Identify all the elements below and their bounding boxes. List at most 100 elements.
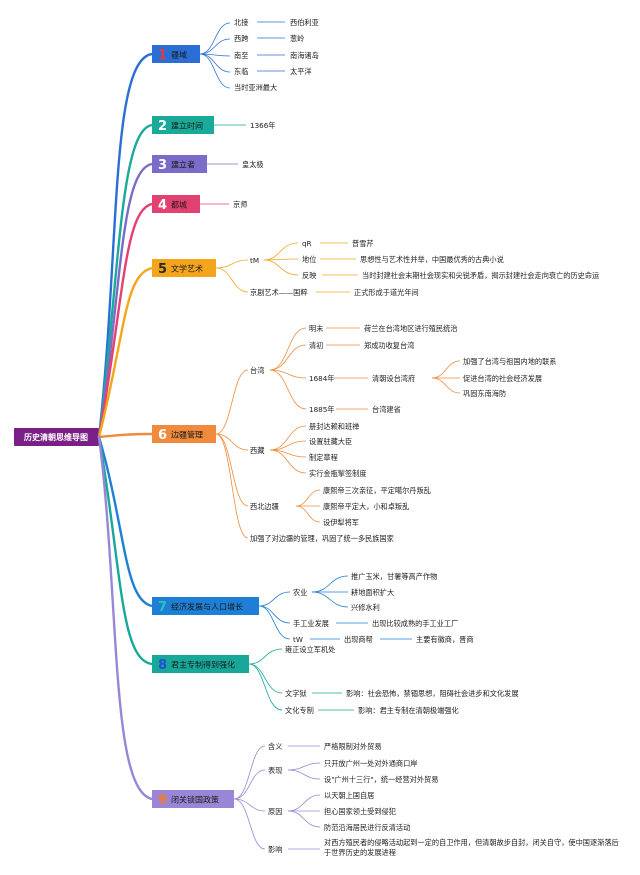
root-title: 历史清朝思维导图: [24, 432, 88, 442]
branch-6-frontier: 6 边疆管理: [152, 324, 556, 543]
territory-label-east: 东临: [234, 67, 248, 76]
branch-6-title: 边疆管理: [171, 430, 203, 440]
branch-5-number: 5: [158, 262, 167, 277]
branch-5-literature-art: 5 文学艺术 tM qR 普雪芹 地位 思想性与艺术性并举，中国最优秀的古典小说…: [152, 239, 599, 297]
northwest-item-2: 康熙帝平定大，小和卓叛乱: [323, 502, 409, 511]
peking-opera-label: 京剧艺术——国粹: [250, 288, 308, 297]
branch-1-title: 疆域: [171, 50, 187, 60]
taiwan-ming-value: 荷兰在台湾地区进行殖民统治: [364, 324, 457, 333]
northwest-item-1: 康熙帝三次亲征，平定噶尔丹叛乱: [323, 486, 431, 495]
branch-2-number: 2: [158, 119, 167, 134]
branch-7-box: [152, 597, 259, 615]
taiwan-1684-value: 清朝设台湾府: [372, 374, 415, 383]
tibet-item-2: 设置驻藏大臣: [309, 437, 352, 446]
branch-3-title: 建立者: [171, 160, 195, 170]
branch-9-node[interactable]: 9 闭关锁国政策: [152, 790, 234, 808]
branch-7-title: 经济发展与人口增长: [171, 602, 243, 612]
branch-3-founder: 3 建立者 皇太极: [152, 155, 264, 173]
branch-2-box: [152, 116, 214, 134]
closed-impact-label: 影响: [268, 845, 282, 854]
root-node[interactable]: 历史清朝思维导图: [14, 428, 99, 446]
branch-4-box: [152, 195, 200, 213]
branch-4-node[interactable]: 4 都城: [152, 195, 200, 213]
connector-3: [97, 162, 154, 439]
branch-2-founding-time: 2 建立时间 1366年: [152, 116, 275, 134]
branch-2-node[interactable]: 2 建立时间: [152, 116, 214, 134]
cultural-autocracy-label: 文化专制: [285, 706, 314, 715]
closed-manifest-item-2: 设"广州十三行"，统一经营对外贸易: [324, 775, 438, 784]
branch-1-node[interactable]: 1 疆域: [152, 45, 200, 63]
taiwan-effect-2: 促进台湾的社会经济发展: [463, 374, 542, 383]
branch-5-node[interactable]: 5 文学艺术: [152, 259, 216, 277]
literary-inquisition-value: 影响：社会恐怖，禁锢思想，阻碍社会进步和文化发展: [346, 689, 519, 698]
novel-status-label: 地位: [302, 255, 316, 264]
branch-7-number: 7: [158, 600, 167, 615]
connector-5: [97, 266, 154, 439]
taiwan-1885-value: 台湾建省: [372, 405, 401, 414]
novel-status-value: 思想性与艺术性并举，中国最优秀的古典小说: [360, 255, 504, 264]
closed-reason-item-3: 防范沿海居民进行反清活动: [324, 823, 410, 832]
branch-8-box: [152, 655, 249, 673]
connector-6: [97, 432, 154, 439]
closed-impact-wrap: 对西方殖民者的侵略活动起到一定的自卫作用，但清朝故步自封，闭关自守，使中国逐渐落…: [324, 838, 619, 857]
territory-note: 当时亚洲最大: [234, 83, 277, 92]
literary-inquisition-label: 文字狱: [285, 689, 307, 698]
taiwan-1885-label: 1885年: [309, 405, 334, 414]
branch-6-node[interactable]: 6 边疆管理: [152, 425, 216, 443]
agriculture-label: 农业: [293, 588, 307, 597]
closed-manifest-label: 表现: [268, 766, 282, 775]
territory-label-south: 南至: [234, 51, 248, 60]
northwest-label: 西北边疆: [250, 502, 279, 511]
novel-reflect-label: 反映: [302, 271, 316, 280]
branch-9-closed-door: 9 闭关锁国政策 含义 严格限制对外贸易 表现 只开放广州一处对外通商口岸 设"…: [152, 742, 619, 857]
territory-value-west: 葱岭: [290, 34, 304, 43]
branch-3-node[interactable]: 3 建立者: [152, 155, 207, 173]
taiwan-qing-value: 郑成功收复台湾: [364, 341, 414, 350]
branch-6-number: 6: [158, 428, 167, 443]
novel-label: tM: [250, 256, 259, 265]
branch-5-lines: [215, 242, 358, 293]
branch-8-title: 君主专制得到强化: [171, 660, 235, 670]
branch-3-number: 3: [158, 158, 167, 173]
branch-8-number: 8: [158, 658, 167, 673]
branch-1-lines: [199, 21, 285, 89]
connector-7: [97, 435, 154, 608]
founder-name: 皇太极: [242, 160, 264, 169]
novel-author-label: qR: [302, 239, 312, 248]
branch-9-box: [152, 790, 234, 808]
agriculture-item-3: 兴修水利: [351, 603, 380, 612]
branch-8-lines: [248, 648, 354, 711]
taiwan-effect-1: 加强了台湾与祖国内地的联系: [463, 357, 556, 366]
closed-reason-item-2: 担心国家领土受到侵犯: [324, 807, 396, 816]
novel-author-value: 普雪芹: [352, 239, 374, 248]
closed-reason-item-1: 以天朝上国自居: [324, 791, 374, 800]
branch-4-capital: 4 都城 京师: [152, 195, 247, 213]
main-connectors: [97, 52, 154, 801]
territory-value-south: 南海诸岛: [290, 51, 319, 60]
agriculture-item-2: 耕地面积扩大: [351, 588, 394, 597]
connector-1: [97, 52, 154, 439]
taiwan-effect-3: 巩固东南海防: [463, 389, 506, 398]
tibet-item-3: 制定章程: [309, 453, 338, 462]
taiwan-qing-label: 清初: [309, 341, 323, 350]
connector-9: [97, 435, 154, 801]
closed-reason-label: 原因: [268, 807, 282, 816]
cultural-autocracy-value: 影响：君主专制在清朝极端强化: [358, 706, 459, 715]
branch-7-lines: [258, 575, 412, 640]
peking-opera-value: 正式形成于道光年间: [354, 288, 419, 297]
closed-meaning-value: 严格限制对外贸易: [324, 742, 382, 751]
branch-9-title: 闭关锁国政策: [171, 795, 219, 805]
branch-9-lines: [233, 745, 321, 850]
territory-value-east: 太平洋: [290, 67, 312, 76]
branch-6-box: [152, 425, 216, 443]
branch-7-economy: 7 经济发展与人口增长 农业 推广玉米，甘薯等高产作物 耕地面积扩大 兴修水利 …: [152, 572, 474, 644]
branch-1-box: [152, 45, 200, 63]
taiwan-ming-label: 明末: [309, 324, 323, 333]
closed-meaning-label: 含义: [268, 742, 282, 751]
branch-7-node[interactable]: 7 经济发展与人口增长: [152, 597, 259, 615]
closed-manifest-item-1: 只开放广州一处对外通商口岸: [324, 759, 417, 768]
handicraft-value: 出现比较成熟的手工业工厂: [372, 619, 458, 628]
connector-4: [97, 202, 154, 439]
branch-8-node[interactable]: 8 君主专制得到强化: [152, 655, 249, 673]
